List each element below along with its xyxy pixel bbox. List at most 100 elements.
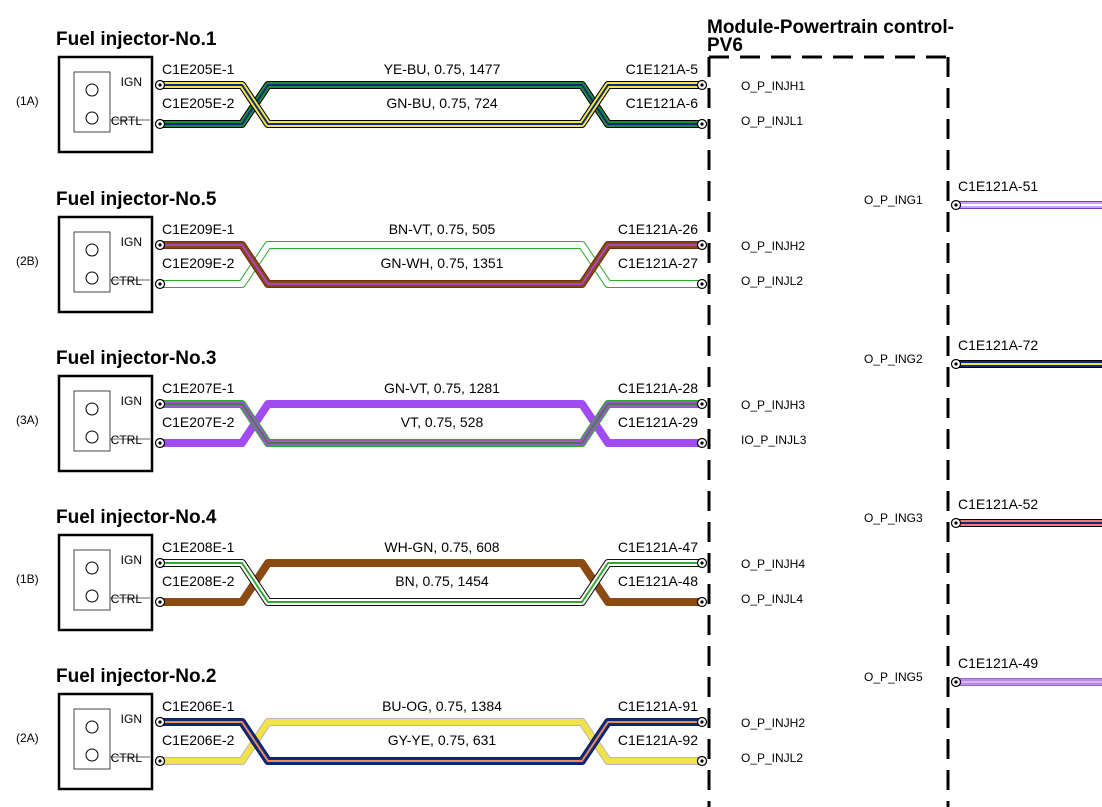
connector-pin-top: C1E208E-1 xyxy=(162,539,235,555)
terminal-left-top xyxy=(154,239,166,251)
ignition-outputs-layer: O_P_ING1C1E121A-51O_P_ING2C1E121A-72O_P_… xyxy=(864,178,1102,688)
terminal-right-top xyxy=(696,239,708,251)
wire-spec-top: BU-OG, 0.75, 1384 xyxy=(382,698,502,714)
terminal-right-top xyxy=(696,79,708,91)
ecu-pin-bottom: C1E121A-27 xyxy=(618,255,698,271)
injectors-layer: Fuel injector-No.1(1A)IGNCRTLC1E205E-1C1… xyxy=(16,29,807,791)
pin-label-top: IGN xyxy=(121,75,142,89)
ignition-signal-name: O_P_ING1 xyxy=(864,193,923,207)
pin-hole-bottom xyxy=(85,271,99,285)
ignition-terminal xyxy=(950,199,962,211)
pin-label-top: IGN xyxy=(121,235,142,249)
signal-name-bottom: O_P_INJL1 xyxy=(741,114,803,128)
signal-name-top: O_P_INJH2 xyxy=(741,716,805,730)
connector-pin-top: C1E206E-1 xyxy=(162,698,235,714)
injector-title: Fuel injector-No.2 xyxy=(56,666,216,687)
wire-bottom xyxy=(160,718,700,765)
terminal-left-top xyxy=(154,79,166,91)
pin-hole-top xyxy=(85,720,99,734)
ecu-pin-top: C1E121A-28 xyxy=(618,380,698,396)
connector-pin-bottom: C1E209E-2 xyxy=(162,255,235,271)
ignition-output: O_P_ING1 C1E121A-51 xyxy=(864,178,1102,211)
terminal-left-bottom xyxy=(154,118,166,130)
terminal-right-bottom xyxy=(696,118,708,130)
terminal-left-top xyxy=(154,716,166,728)
connector-pin-top: C1E209E-1 xyxy=(162,221,235,237)
location-label: (2A) xyxy=(16,731,39,745)
terminal-left-bottom xyxy=(154,755,166,767)
ecu-pin-bottom: C1E121A-6 xyxy=(626,95,699,111)
module-title-line1: Module-Powertrain control- xyxy=(707,17,954,38)
connector-pin-bottom: C1E205E-2 xyxy=(162,95,235,111)
pin-hole-bottom xyxy=(85,430,99,444)
connector-pin-bottom: C1E206E-2 xyxy=(162,732,235,748)
injector-block: Fuel injector-No.3(3A)IGNCTRLC1E207E-1C1… xyxy=(16,348,807,473)
ignition-terminal xyxy=(950,676,962,688)
signal-name-top: O_P_INJH2 xyxy=(741,239,805,253)
terminal-left-bottom xyxy=(154,596,166,608)
wire-spec-bottom: GN-WH, 0.75, 1351 xyxy=(381,255,504,271)
wire-top xyxy=(160,559,700,606)
terminal-right-top xyxy=(696,716,708,728)
pin-label-top: IGN xyxy=(121,712,142,726)
terminal-right-bottom xyxy=(696,596,708,608)
ecu-pin-top: C1E121A-47 xyxy=(618,539,698,555)
ecu-pin-bottom: C1E121A-29 xyxy=(618,414,698,430)
pin-label-bottom: CTRL xyxy=(111,274,143,288)
pin-label-bottom: CTRL xyxy=(111,433,143,447)
ignition-terminal xyxy=(950,358,962,370)
signal-name-bottom: O_P_INJL4 xyxy=(741,592,803,606)
pin-hole-top xyxy=(85,561,99,575)
terminal-left-top xyxy=(154,398,166,410)
pin-label-top: IGN xyxy=(121,394,142,408)
wire-bottom xyxy=(160,81,700,128)
location-label: (2B) xyxy=(16,254,39,268)
module-frame: Module-Powertrain control- PV6 xyxy=(707,17,954,807)
pin-label-bottom: CTRL xyxy=(111,592,143,606)
injector-title: Fuel injector-No.5 xyxy=(56,189,217,210)
signal-name-bottom: O_P_INJL2 xyxy=(741,751,803,765)
wire-top xyxy=(160,241,700,288)
wire-bottom xyxy=(160,241,700,288)
injector-block: Fuel injector-No.4(1B)IGNCTRLC1E208E-1C1… xyxy=(16,507,805,632)
connector-pin-top: C1E205E-1 xyxy=(162,61,235,77)
pin-hole-top xyxy=(85,83,99,97)
pin-hole-bottom xyxy=(85,748,99,762)
pin-hole-bottom xyxy=(85,111,99,125)
pin-label-top: IGN xyxy=(121,553,142,567)
signal-name-top: O_P_INJH3 xyxy=(741,398,805,412)
injector-block: Fuel injector-No.5(2B)IGNCTRLC1E209E-1C1… xyxy=(16,189,805,314)
pin-label-bottom: CTRL xyxy=(111,751,143,765)
injector-title: Fuel injector-No.1 xyxy=(56,29,217,50)
wire-spec-bottom: BN, 0.75, 1454 xyxy=(395,573,489,589)
terminal-left-bottom xyxy=(154,278,166,290)
connector-pin-top: C1E207E-1 xyxy=(162,380,235,396)
wire-bottom xyxy=(160,400,700,447)
location-label: (1B) xyxy=(16,572,39,586)
signal-name-top: O_P_INJH1 xyxy=(741,79,805,93)
ignition-signal-name: O_P_ING3 xyxy=(864,511,923,525)
ignition-pin-label: C1E121A-51 xyxy=(958,178,1038,194)
wire-spec-top: WH-GN, 0.75, 608 xyxy=(384,539,499,555)
ignition-pin-label: C1E121A-72 xyxy=(958,337,1038,353)
ecu-pin-top: C1E121A-26 xyxy=(618,221,698,237)
ecu-pin-bottom: C1E121A-48 xyxy=(618,573,698,589)
terminal-right-top xyxy=(696,398,708,410)
ecu-pin-top: C1E121A-91 xyxy=(618,698,698,714)
injector-block: Fuel injector-No.1(1A)IGNCRTLC1E205E-1C1… xyxy=(16,29,805,154)
signal-name-bottom: O_P_INJL2 xyxy=(741,274,803,288)
injector-title: Fuel injector-No.4 xyxy=(56,507,217,528)
location-label: (1A) xyxy=(16,94,39,108)
wire-bottom xyxy=(160,559,700,606)
ignition-terminal xyxy=(950,517,962,529)
terminal-left-bottom xyxy=(154,437,166,449)
ecu-pin-top: C1E121A-5 xyxy=(626,61,699,77)
module-title-line2: PV6 xyxy=(707,35,743,56)
wire-top xyxy=(160,718,700,765)
injector-block: Fuel injector-No.2(2A)IGNCTRLC1E206E-1C1… xyxy=(16,666,805,791)
connector-pin-bottom: C1E207E-2 xyxy=(162,414,235,430)
